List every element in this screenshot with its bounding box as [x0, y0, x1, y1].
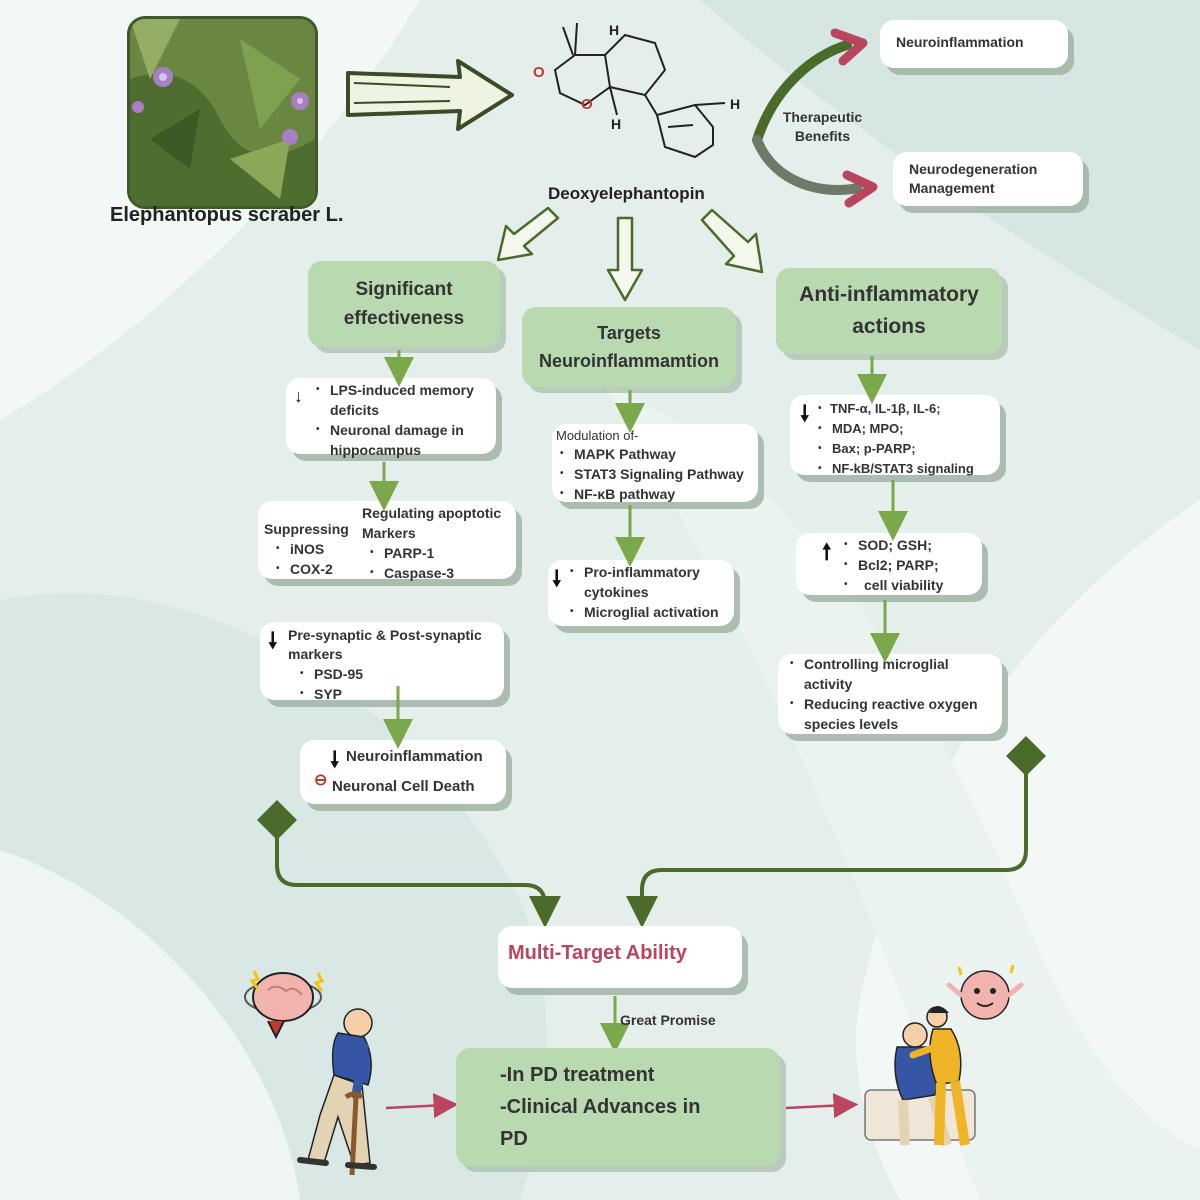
multi-target-label: Multi-Target Ability [508, 942, 687, 964]
pd-treatment-box: -In PD treatment -Clinical Advances in P… [456, 1048, 780, 1166]
col3-card2-item: Bcl2; PARP; [836, 555, 943, 575]
neurodegeneration-line1: Neurodegeneration [909, 161, 1038, 177]
therapeutic-label-line2: Benefits [794, 128, 851, 144]
elderly-patient-illustration [244, 970, 377, 1176]
outcome-line2: -Clinical Advances in [500, 1096, 701, 1118]
col3-card3-item: Reducing reactive oxygen species levels [782, 694, 1000, 734]
suppressing-item: COX-2 [268, 559, 333, 579]
col3-header-line2: actions [852, 315, 926, 338]
col1-header-line1: Significant [355, 279, 453, 300]
deoxyelephantopin-structure: O O H H H [533, 22, 740, 159]
col1-card1-item: LPS-induced memory deficits [308, 380, 496, 420]
up-arrow-icon: 🠕 [822, 539, 832, 564]
atom-h2: H [611, 116, 621, 132]
compound-name: Deoxyelephantopin [548, 184, 705, 203]
modulation-card: Modulation of- MAPK Pathway STAT3 Signal… [552, 424, 758, 504]
regulating-item: Caspase-3 [362, 563, 454, 583]
down-arrow-icon: 🠗 [268, 628, 278, 653]
synaptic-item: SYP [292, 684, 363, 704]
memory-deficit-card: ↓ LPS-induced memory deficits Neuronal d… [286, 378, 496, 458]
col1-header-line2: effectiveness [343, 308, 465, 329]
outcome-line1: -In PD treatment [500, 1064, 655, 1086]
col3-header-line1: Anti-inflammatory [799, 283, 979, 306]
neurodegeneration-line2: Management [909, 180, 995, 196]
synaptic-title: Pre-synaptic & Post-synaptic markers [288, 627, 482, 662]
down-arrow-icon: ↓ [294, 386, 303, 406]
atom-o1: O [533, 64, 545, 81]
col2-header-line1: Targets [597, 323, 661, 343]
modulation-item: MAPK Pathway [552, 444, 744, 464]
suppressing-item: iNOS [268, 539, 333, 559]
significant-effectiveness-box: Significant effectiveness [308, 261, 500, 347]
suppressing-title: Suppressing [264, 521, 349, 537]
minus-icon: ⊖ [314, 772, 328, 789]
down-arrow-icon: 🠗 [330, 747, 340, 772]
neuroinflammation-benefit-text: Neuroinflammation [896, 34, 1024, 50]
down-arrow-icon: 🠗 [552, 566, 562, 591]
caregiver-illustration [864, 964, 1024, 1147]
antioxidant-card: 🠕 SOD; GSH; Bcl2; PARP; cell viability [796, 533, 982, 595]
plant-to-compound-arrow [346, 59, 514, 131]
anti-inflammatory-box: Anti-inflammatory actions [776, 268, 1002, 354]
col3-card2-item: SOD; GSH; [836, 535, 943, 555]
microglial-card: Controlling microglial activity Reducing… [778, 654, 1002, 734]
atom-h3: H [730, 96, 740, 112]
neurodegeneration-benefit-card: Neurodegeneration Management [893, 152, 1083, 206]
modulation-item: STAT3 Signaling Pathway [552, 464, 744, 484]
neuroinflammation-benefit-card: Neuroinflammation [880, 20, 1068, 68]
multi-target-card: Multi-Target Ability [498, 926, 742, 988]
outcome-line3: PD [500, 1128, 528, 1150]
neuroinflammation-outcome-card: 🠗 Neuroinflammation ⊖ Neuronal Cell Deat… [300, 740, 506, 804]
down-arrow-icon: 🠗 [800, 401, 810, 426]
synaptic-markers-card: 🠗 Pre-synaptic & Post-synaptic markers P… [260, 622, 504, 704]
plant-photo [127, 16, 318, 209]
plant-caption: Elephantopus scraber L. [110, 204, 344, 226]
therapeutic-label-line1: Therapeutic [782, 109, 863, 125]
col3-card1-item: MDA; MPO; [810, 419, 974, 439]
synaptic-item: PSD-95 [292, 664, 363, 684]
suppressing-regulating-card: Suppressing iNOS COX-2 Regulating apopto… [258, 501, 516, 583]
col3-card2-item: cell viability [836, 575, 943, 595]
great-promise-label: Great Promise [620, 1012, 716, 1028]
col1-card1-item: Neuronal damage in hippocampus [308, 420, 496, 460]
regulating-item: PARP-1 [362, 543, 454, 563]
cytokines-item: Pro-inflammatory cytokines [562, 562, 734, 602]
atom-o2: O [581, 96, 593, 113]
cytokines-item: Microglial activation [562, 602, 734, 622]
col3-card3-item: Controlling microglial activity [782, 654, 1000, 694]
modulation-item: NF-κB pathway [552, 484, 744, 504]
cytokines-card: 🠗 Pro-inflammatory cytokines Microglial … [548, 560, 734, 626]
col2-header-line2: Neuroinflammamtion [538, 351, 720, 371]
targets-neuroinflammation-box: Targets Neuroinflammamtion [522, 307, 736, 387]
therapeutic-curve-arrows [752, 28, 878, 208]
compound-branch-arrows [496, 206, 764, 302]
therapeutic-benefits-label: Therapeutic Benefits [770, 108, 875, 146]
atom-h1: H [609, 22, 619, 38]
col3-card1-item: TNF-α, IL-1β, IL-6; [810, 399, 974, 419]
col3-card1-item: Bax; p-PARP; [810, 439, 974, 459]
col3-card1-item: NF-kB/STAT3 signaling [810, 459, 974, 479]
outcome-cell-death: Neuronal Cell Death [332, 778, 475, 795]
outcome-neuroinflammation: Neuroinflammation [346, 748, 483, 765]
cytokine-levels-card: 🠗 TNF-α, IL-1β, IL-6; MDA; MPO; Bax; p-P… [790, 395, 1000, 479]
